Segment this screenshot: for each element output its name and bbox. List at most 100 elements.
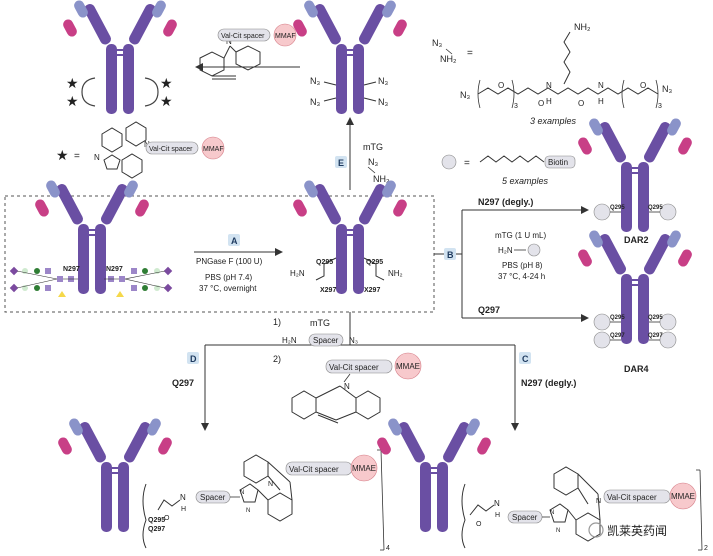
amide-n: N [494,499,500,508]
azide-left: N₃ [460,90,470,100]
reaction-a-enzyme: PNGase F (100 U) [196,257,263,266]
amide-right: NH₂ [388,269,403,278]
badge-b [444,248,456,260]
product-c-spacer: Spacer [512,513,538,522]
q297-label: Q297 [610,333,625,339]
q295-label: Q295 [148,517,165,524]
dbco-mmaf-reagent: N Val-Cit spacer MMAF [199,23,297,80]
product-d-n: N [268,481,273,488]
subscript-4: 4 [386,545,390,552]
product-d-spacer2: Val-Cit spacer [289,465,339,474]
dar4-label: DAR4 [624,364,649,374]
central-azide: N₃ [349,336,358,345]
product-d-payload: MMAE [352,464,376,473]
badge-d [187,352,199,364]
azido-lysine-reagent: N₃ NH₂ = NH₂ O O O O N H N H 3 3 N₃ N₃ 3… [432,22,672,126]
reaction-a-buffer: PBS (pH 7.4) [205,273,252,282]
central-amine: H₂N [282,336,297,345]
reagent-nh2: NH₂ [440,54,457,64]
amide-n: N [546,81,552,90]
n3-label: N₃ [378,97,388,107]
watermark: 凯莱英药闻 [588,522,667,538]
n3-label: N₃ [378,76,388,86]
badge-a [228,234,240,246]
n297-label: N297 [106,266,123,273]
top-spacer-label: Val-Cit spacer [221,33,265,40]
equals-sign: = [464,158,470,169]
badge-d-label: D [190,354,197,364]
reaction-e-enzyme: mTG [363,142,383,152]
product-c-payload: MMAE [671,492,695,501]
carbonyl-o: O [578,99,584,108]
product-d-spacer: Spacer [200,493,226,502]
central-payload: MMAE [396,362,420,371]
badge-e [335,156,347,168]
central-spacer2: Val-Cit spacer [329,363,379,372]
repeat-n: 3 [658,103,662,110]
reaction-d-q297: Q297 [172,378,194,388]
star-legend: ★ = N N Val-Cit spacer MMAF [56,121,225,179]
amide-h: H [495,512,500,519]
q295-label: Q295 [648,315,663,321]
triazole-n: N [246,508,250,514]
reaction-c-n297: N297 (degly.) [521,378,576,388]
reaction-b-enzyme: mTG (1 U mL) [495,231,546,240]
star-icon: ★ [66,75,79,91]
reaction-b-q297: Q297 [478,305,500,315]
reaction-e-amine: NH₂ [373,174,390,184]
product-c-conjugate: O N H Spacer N N N Val-Cit spacer MMAE 2 [374,415,708,552]
star-icon: ★ [160,93,173,109]
equals-sign: = [467,48,473,59]
n3-label: N₃ [310,76,320,86]
legend-n: N [94,153,100,162]
reaction-e-azide: N₃ [368,157,378,167]
watermark-text: 凯莱英药闻 [607,524,667,538]
glycosylated-antibody: N297 N297 [9,177,173,297]
central-enzyme: mTG [310,318,330,328]
reaction-a-conditions: 37 °C, overnight [199,284,257,293]
reaction-b-conditions: 37 °C, 4-24 h [498,272,545,281]
ether-o: O [640,81,646,90]
x297-label: X297 [320,287,336,294]
q295-label: Q295 [366,259,383,266]
subscript-2: 2 [704,545,708,552]
amide-h: H [598,97,604,106]
reaction-b-amine: H₂N [498,246,513,255]
amide-h: H [546,97,552,106]
reaction-b-n297: N297 (degly.) [478,197,533,207]
reagent-n3: N₃ [432,38,442,48]
q297-label: Q297 [648,333,663,339]
product-c-n: N [596,498,601,505]
amide-h: H [181,506,186,513]
biotin-reagent: = Biotin 5 examples [441,154,576,186]
triazole-n: N [240,490,244,496]
q295-label: Q295 [316,259,333,266]
star-icon: ★ [160,75,173,91]
carbonyl-o: O [164,515,170,522]
amide-left: H₂N [290,269,305,278]
step-1: 1) [273,317,281,327]
central-spacer: Spacer [313,336,339,345]
lysine-nh2: NH₂ [574,22,591,32]
reaction-b-buffer: PBS (pH 8) [502,261,543,270]
q295-label: Q295 [610,315,625,321]
azide-right: N₃ [662,84,672,94]
product-d-conjugate: Q295 Q297 O N H Spacer N N N Val-Cit spa… [55,415,390,552]
deglycosylated-antibody: H₂N NH₂ Q295 Q295 X297 X297 [290,177,410,295]
antibody-mmaf-conjugate: ★ ★ ★ ★ [60,0,180,115]
badge-b-label: B [447,250,454,260]
dbco-mmae-reagent: Val-Cit spacer MMAE N [291,352,422,424]
n3-label: N₃ [310,97,320,107]
badge-c-label: C [522,354,529,364]
carbonyl-o: O [476,521,482,528]
badge-a-label: A [231,236,238,246]
examples-count: 5 examples [502,176,549,186]
central-n: N [344,382,350,391]
legend-spacer: Val-Cit spacer [149,146,193,153]
ether-o: O [498,81,504,90]
star-icon: ★ [56,147,69,163]
triazole-n: N [556,528,560,534]
q297-label: Q297 [148,526,165,533]
dar2-label: DAR2 [624,235,649,245]
